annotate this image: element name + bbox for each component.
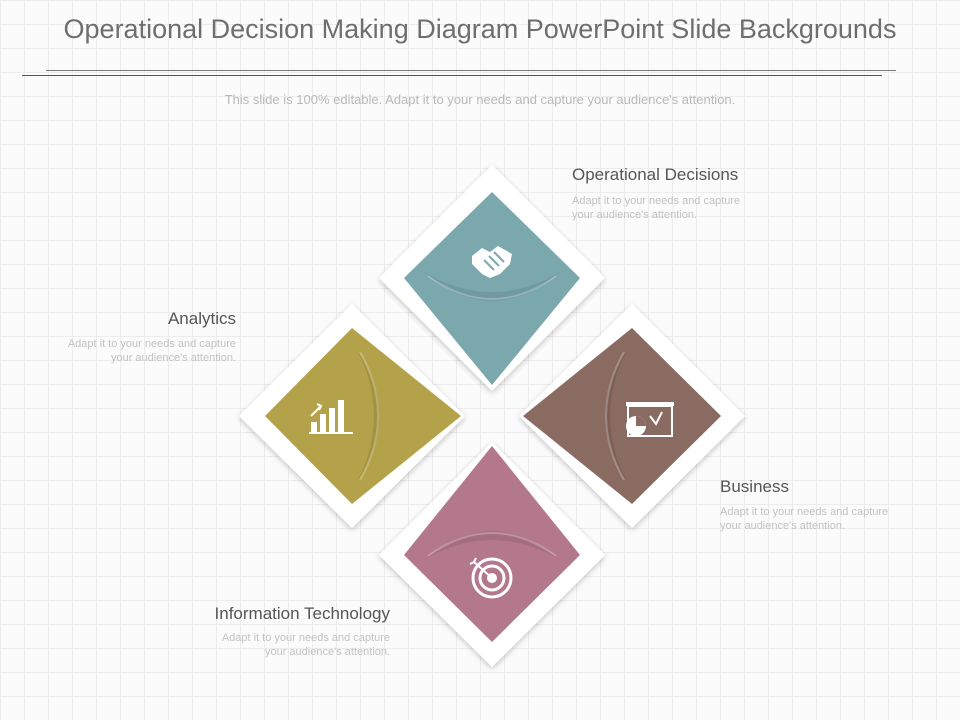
diamond-information-technology bbox=[379, 442, 605, 667]
desc-information-technology-line1: Adapt it to your needs and capture bbox=[221, 632, 390, 644]
label-operational-decisions: Operational Decisions bbox=[572, 165, 739, 184]
desc-analytics-line1: Adapt it to your needs and capture bbox=[67, 338, 236, 350]
diamond-fill-top bbox=[404, 192, 580, 385]
desc-operational-decisions: Adapt it to your needs and capture your … bbox=[572, 194, 740, 222]
label-business: Business bbox=[720, 477, 789, 496]
label-information-technology: Information Technology bbox=[214, 604, 390, 623]
presentation-board-icon bbox=[626, 402, 674, 437]
page-title: Operational Decision Making Diagram Powe… bbox=[63, 14, 897, 44]
diamond-analytics bbox=[239, 304, 465, 528]
handshake-icon bbox=[472, 246, 512, 278]
desc-operational-decisions-line2: your audience's attention. bbox=[572, 209, 698, 221]
desc-business-line2: your audience's attention. bbox=[720, 520, 846, 532]
diamond-business bbox=[519, 304, 745, 528]
desc-operational-decisions-line1: Adapt it to your needs and capture bbox=[572, 195, 741, 207]
diamond-operational-decisions bbox=[379, 165, 605, 391]
label-analytics: Analytics bbox=[167, 309, 236, 328]
desc-business-line1: Adapt it to your needs and capture bbox=[720, 506, 889, 518]
title-divider bbox=[46, 70, 896, 71]
diamond-fill-left bbox=[265, 328, 461, 504]
target-icon bbox=[469, 557, 513, 599]
desc-information-technology: Adapt it to your needs and capture your … bbox=[190, 631, 390, 659]
bar-chart-growth-icon bbox=[309, 400, 353, 434]
diamond-fill-bottom bbox=[404, 446, 580, 642]
desc-information-technology-line2: your audience's attention. bbox=[264, 646, 390, 658]
title-divider-secondary bbox=[22, 75, 882, 76]
page-subtitle: This slide is 100% editable. Adapt it to… bbox=[224, 92, 736, 107]
desc-analytics-line2: your audience's attention. bbox=[110, 352, 236, 364]
diamond-fill-right bbox=[523, 328, 721, 504]
desc-business: Adapt it to your needs and capture your … bbox=[720, 505, 888, 533]
desc-analytics: Adapt it to your needs and capture your … bbox=[36, 337, 236, 365]
